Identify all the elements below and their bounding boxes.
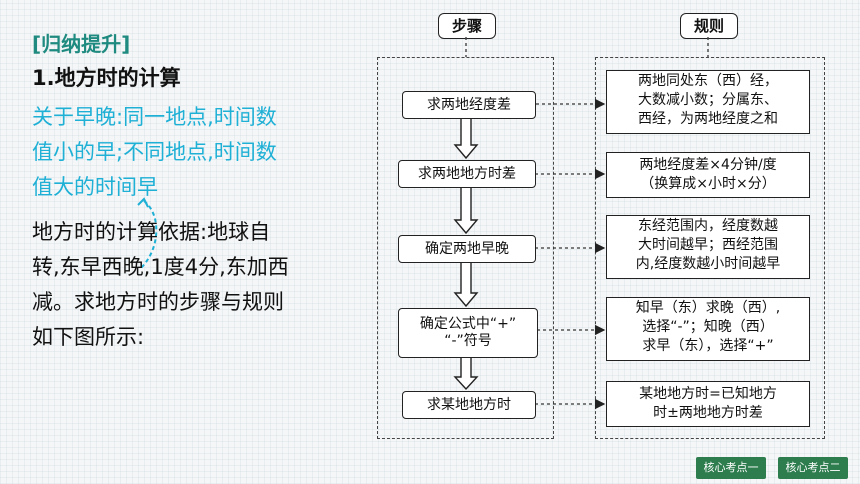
- note-text: 关于早晚:同一地点,时间数 值小的早;不同地点,时间数 值大的时间早: [32, 100, 332, 205]
- rule-box-local-time: 某地地方时=已知地方 时±两地地方时差: [606, 381, 810, 427]
- rule-line: 内,经度数越小时间越早: [635, 256, 781, 272]
- rule-box-longitude: 两地同处东（西）经， 大数减小数；分属东、 西经，为两地经度之和: [606, 70, 810, 134]
- body-text: 地方时的计算依据:地球自 转,东早西晚,1度4分,东加西 减。求地方时的步骤与规…: [32, 215, 332, 355]
- body-line: 如下图所示:: [32, 325, 145, 349]
- note-line: 值小的早;不同地点,时间数: [32, 140, 277, 164]
- note-line: 值大的时间早: [32, 175, 158, 199]
- step-label: 求某地地方时: [427, 396, 511, 413]
- rule-line: 选择“-”；知晚（西）: [642, 319, 774, 335]
- rules-header: 规则: [680, 13, 738, 39]
- step-label: “-”符号: [444, 333, 492, 349]
- body-line: 地方时的计算依据:地球自: [32, 220, 271, 244]
- rule-line: 某地地方时=已知地方: [639, 386, 777, 402]
- rule-box-time-diff: 两地经度差×4分钟/度 （换算成×小时×分）: [606, 152, 810, 198]
- rule-line: （换算成×小时×分）: [640, 176, 776, 192]
- step-box-early-late: 确定两地早晚: [398, 235, 536, 263]
- note-line: 关于早晚:同一地点,时间数: [32, 105, 277, 129]
- steps-header: 步骤: [438, 13, 496, 39]
- rule-line: 西经，为两地经度之和: [638, 111, 778, 127]
- rule-line: 大时间越早；西经范围: [638, 237, 778, 253]
- body-line: 转,东早西晚,1度4分,东加西: [32, 255, 289, 279]
- step-label: 求两地经度差: [427, 96, 511, 113]
- rule-line: 时±两地地方时差: [653, 405, 763, 421]
- step-box-time-diff: 求两地地方时差: [398, 160, 536, 188]
- core-point-two-button[interactable]: 核心考点二: [778, 457, 848, 479]
- step-box-local-time: 求某地地方时: [402, 391, 536, 419]
- rule-line: 知早（东）求晚（西）,: [635, 300, 781, 316]
- rule-line: 两地同处东（西）经，: [638, 73, 778, 89]
- rule-box-early-late: 东经范围内，经度数越 大时间越早；西经范围 内,经度数越小时间越早: [606, 215, 810, 279]
- rule-line: 两地经度差×4分钟/度: [639, 157, 777, 173]
- core-point-one-button[interactable]: 核心考点一: [696, 457, 766, 479]
- rule-line: 求早（东），选择“+”: [642, 338, 774, 354]
- step-label: 确定公式中“+”: [419, 316, 517, 332]
- step-label: 确定两地早晚: [425, 240, 509, 257]
- annotation-curve-icon: [137, 197, 158, 270]
- section-title: 1.地方时的计算: [32, 66, 181, 90]
- rule-line: 东经范围内，经度数越: [638, 218, 778, 234]
- step-box-formula-sign: 确定公式中“+” “-”符号: [398, 308, 538, 358]
- section-heading: [归纳提升]: [32, 32, 131, 56]
- rule-box-sign: 知早（东）求晚（西）, 选择“-”；知晚（西） 求早（东），选择“+”: [606, 297, 810, 361]
- step-label: 求两地地方时差: [418, 165, 516, 182]
- body-line: 减。求地方时的步骤与规则: [32, 290, 284, 314]
- rule-line: 大数减小数；分属东、: [638, 92, 778, 108]
- step-box-longitude-diff: 求两地经度差: [402, 91, 536, 119]
